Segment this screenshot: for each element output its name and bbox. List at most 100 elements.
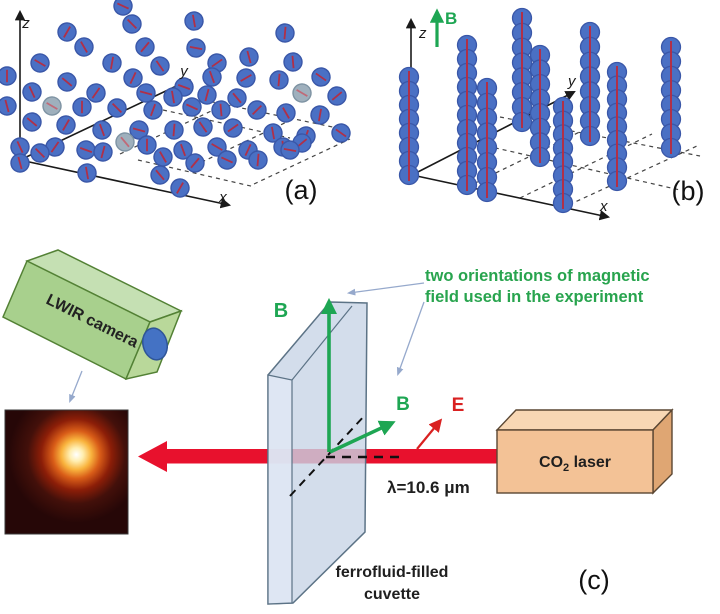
particle-chain: [606, 61, 628, 192]
particle-moment-line: [155, 169, 165, 181]
particle: [137, 135, 157, 155]
particle-chain: [552, 96, 574, 214]
particle-moment-line: [296, 89, 308, 97]
particle-moment-line: [189, 46, 203, 50]
particle-moment-line: [209, 70, 215, 84]
particle-moment-line: [85, 166, 89, 180]
particle: [122, 14, 142, 34]
particle-body: [0, 66, 17, 86]
particle: [107, 98, 127, 118]
cuvette-caption-line1: ferrofluid-filled: [336, 564, 449, 581]
particle: [193, 117, 213, 137]
particle-moment-line: [61, 77, 73, 87]
particle-moment-line: [4, 99, 10, 113]
particle-moment-line: [315, 72, 327, 82]
panel-b-label: (b): [672, 176, 705, 206]
annotation-text-line2: field used in the experiment: [425, 288, 644, 306]
particle-moment-line: [120, 136, 130, 148]
particle: [280, 140, 300, 160]
panel-a: z y x (a): [0, 0, 351, 209]
particle: [283, 52, 303, 72]
particle-moment-line: [80, 41, 88, 53]
particle: [276, 103, 296, 123]
panel-a-label: (a): [285, 175, 318, 205]
dashed-diagonal-line: [289, 413, 367, 497]
particle: [227, 88, 247, 108]
particle: [150, 56, 170, 76]
particle-moment-line: [331, 91, 343, 101]
axis-z-label-a: z: [21, 15, 30, 32]
particle-body: [0, 96, 17, 116]
particle: [263, 123, 283, 143]
particle: [115, 132, 135, 152]
particle-moment-line: [318, 108, 322, 122]
particle: [136, 83, 156, 103]
particle: [197, 85, 217, 105]
particle-moment-line: [16, 141, 24, 153]
particle-moment-line: [129, 72, 137, 84]
particle: [30, 53, 50, 73]
particle-moment-line: [140, 41, 150, 53]
particle: [275, 23, 295, 43]
particle: [164, 120, 184, 140]
particles-a: [0, 0, 351, 198]
particle-moment-line: [34, 59, 46, 67]
particle: [92, 120, 112, 140]
wavelength-label: λ=10.6 μm: [387, 478, 470, 497]
cuvette: [267, 301, 368, 605]
annotation-arrow-top: [346, 282, 425, 296]
e-field-arrow: [416, 418, 443, 450]
particle: [0, 96, 17, 116]
particle-moment-line: [62, 119, 70, 131]
particle-moment-line: [246, 50, 252, 64]
particle: [86, 83, 106, 103]
thermal-image: [4, 409, 129, 535]
particle-moment-line: [117, 2, 129, 10]
panel-c-label: (c): [578, 565, 609, 595]
particle-moment-line: [204, 88, 210, 102]
particle-moment-line: [172, 123, 176, 137]
laser-box-top: [495, 409, 674, 431]
particle: [292, 83, 312, 103]
particle-moment-line: [211, 143, 223, 151]
axis-x-label-b: x: [599, 198, 608, 215]
camera-to-image-arrow: [69, 370, 83, 403]
b-diag-label: B: [396, 394, 410, 415]
floor-grid-line: [486, 145, 681, 191]
laser-beam-head: [138, 441, 167, 472]
b-diagonal-arrow: [329, 420, 396, 454]
particle: [248, 150, 268, 170]
particle-moment-line: [132, 127, 146, 133]
particle-chain: [398, 66, 420, 186]
particle: [185, 153, 205, 173]
particle: [123, 68, 143, 88]
lwir-camera: LWIR camera: [2, 249, 183, 381]
particle-chain: [529, 44, 551, 168]
particle-moment-line: [99, 123, 105, 137]
particle-moment-line: [192, 14, 196, 28]
particle-moment-line: [17, 156, 23, 170]
particle-moment-line: [159, 151, 167, 163]
particle: [57, 22, 77, 42]
particle-moment-line: [126, 18, 138, 30]
particle: [163, 87, 183, 107]
particle-moment-line: [283, 148, 297, 152]
axis-x-b: [411, 174, 611, 221]
particle-chain: [511, 7, 533, 133]
particle: [236, 68, 256, 88]
particle-chain: [660, 36, 682, 159]
axis-x-a: [19, 159, 232, 209]
particle-moment-line: [111, 102, 123, 114]
particle-moment-line: [335, 128, 347, 138]
particle: [10, 137, 30, 157]
panel-c: B B E two orientations of magnetic field…: [2, 249, 674, 605]
particle: [327, 86, 347, 106]
particle: [311, 67, 331, 87]
particle-chain: [476, 77, 498, 203]
particle: [72, 97, 92, 117]
particle-moment-line: [176, 182, 184, 194]
particle-moment-line: [256, 153, 260, 167]
particle-moment-line: [232, 92, 242, 104]
particle: [202, 67, 222, 87]
particle: [42, 96, 62, 116]
